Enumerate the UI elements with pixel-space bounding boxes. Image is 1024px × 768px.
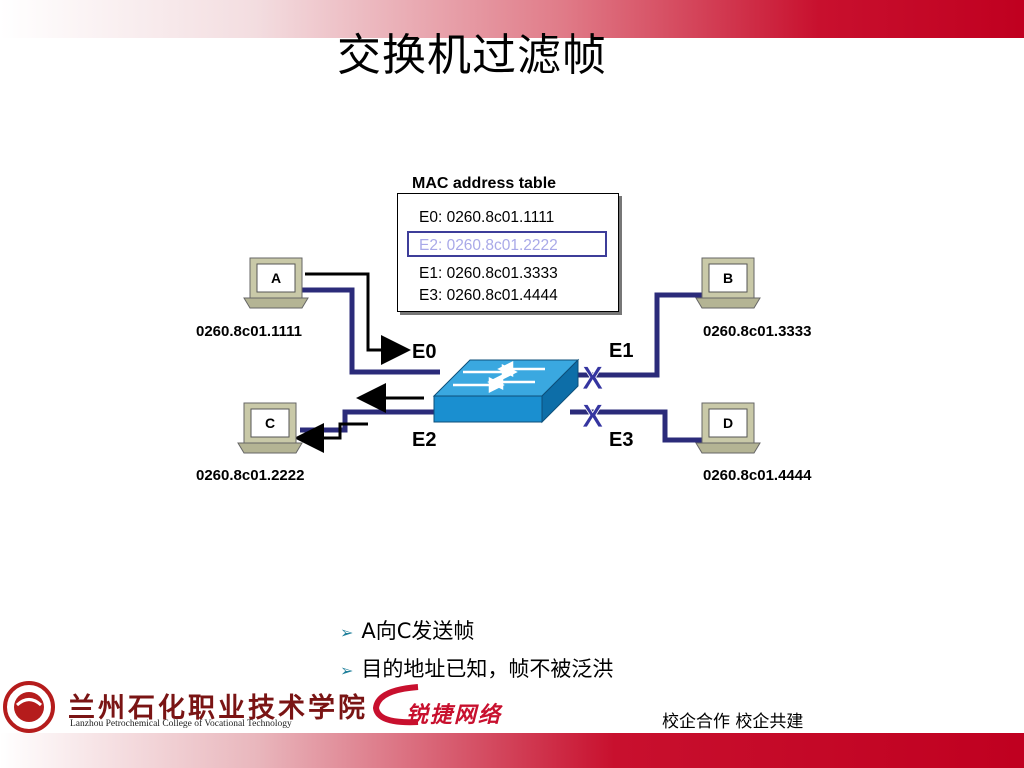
brand-logo-icon [372,684,419,726]
bullet-arrow-icon: ➢ [340,661,354,680]
port-e2-label: E2 [412,429,437,451]
frame-in-arrow [305,272,411,365]
bullet-arrow-icon: ➢ [340,623,354,642]
pc-c-icon [237,402,303,454]
pc-d-label: D [722,415,734,431]
mac-table-row: E3: 0260.8c01.4444 [419,287,558,304]
switch [432,358,580,424]
switch-arrows-icon [453,360,545,394]
bullet-text: A向C发送帧 [361,619,475,643]
brand-name: 锐捷网络 [406,703,503,728]
bullet-item: ➢ 目的地址已知，帧不被泛洪 [340,652,613,690]
cable-a [300,287,440,375]
frame-out-arrow-lower [294,422,368,453]
mac-row-highlight [407,231,607,257]
school-name-cn: 兰州石化职业技术学院 [68,693,368,724]
cable-c [300,409,438,433]
cable-d [570,409,708,443]
blocked-e1-icon: X [582,360,604,396]
mac-table-row: E1: 0260.8c01.3333 [419,265,558,282]
mac-table-row-highlighted: E2: 0260.8c01.2222 [419,237,558,254]
mac-address-table: E0: 0260.8c01.1111 E2: 0260.8c01.2222 E1… [397,193,619,312]
footer-slogan: 校企合作 校企共建 [662,712,804,732]
pc-b-icon [695,257,761,309]
bullet-text: 目的地址已知，帧不被泛洪 [361,657,614,681]
school-name-en: Lanzhou Petrochemical College of Vocatio… [70,719,292,729]
pc-a-label: A [270,270,282,286]
mac-table-title: MAC address table [412,175,557,192]
bullet-item: ➢ A向C发送帧 [340,614,613,652]
mac-table-row: E0: 0260.8c01.1111 [419,209,555,226]
port-e0-label: E0 [412,341,437,363]
school-logo-icon [3,681,55,733]
pc-a-icon [243,257,309,309]
pc-a: A [257,264,295,292]
bullet-list: ➢ A向C发送帧 ➢ 目的地址已知，帧不被泛洪 [340,614,613,690]
port-e1-label: E1 [609,340,634,362]
pc-c-mac: 0260.8c01.2222 [196,467,305,484]
pc-b: B [709,264,747,292]
pc-d: D [709,409,747,437]
pc-a-mac: 0260.8c01.1111 [196,323,302,340]
blocked-e3-icon: X [582,398,604,434]
pc-c: C [251,409,289,437]
slide-title: 交换机过滤帧 [337,30,607,81]
pc-d-icon [695,402,761,454]
pc-b-mac: 0260.8c01.3333 [703,323,812,340]
pc-d-mac: 0260.8c01.4444 [703,467,812,484]
pc-c-label: C [264,415,276,431]
port-e3-label: E3 [609,429,634,451]
pc-b-label: B [722,270,734,286]
cable-b [575,292,708,378]
footer-banner [0,733,1024,768]
top-banner [0,0,1024,38]
